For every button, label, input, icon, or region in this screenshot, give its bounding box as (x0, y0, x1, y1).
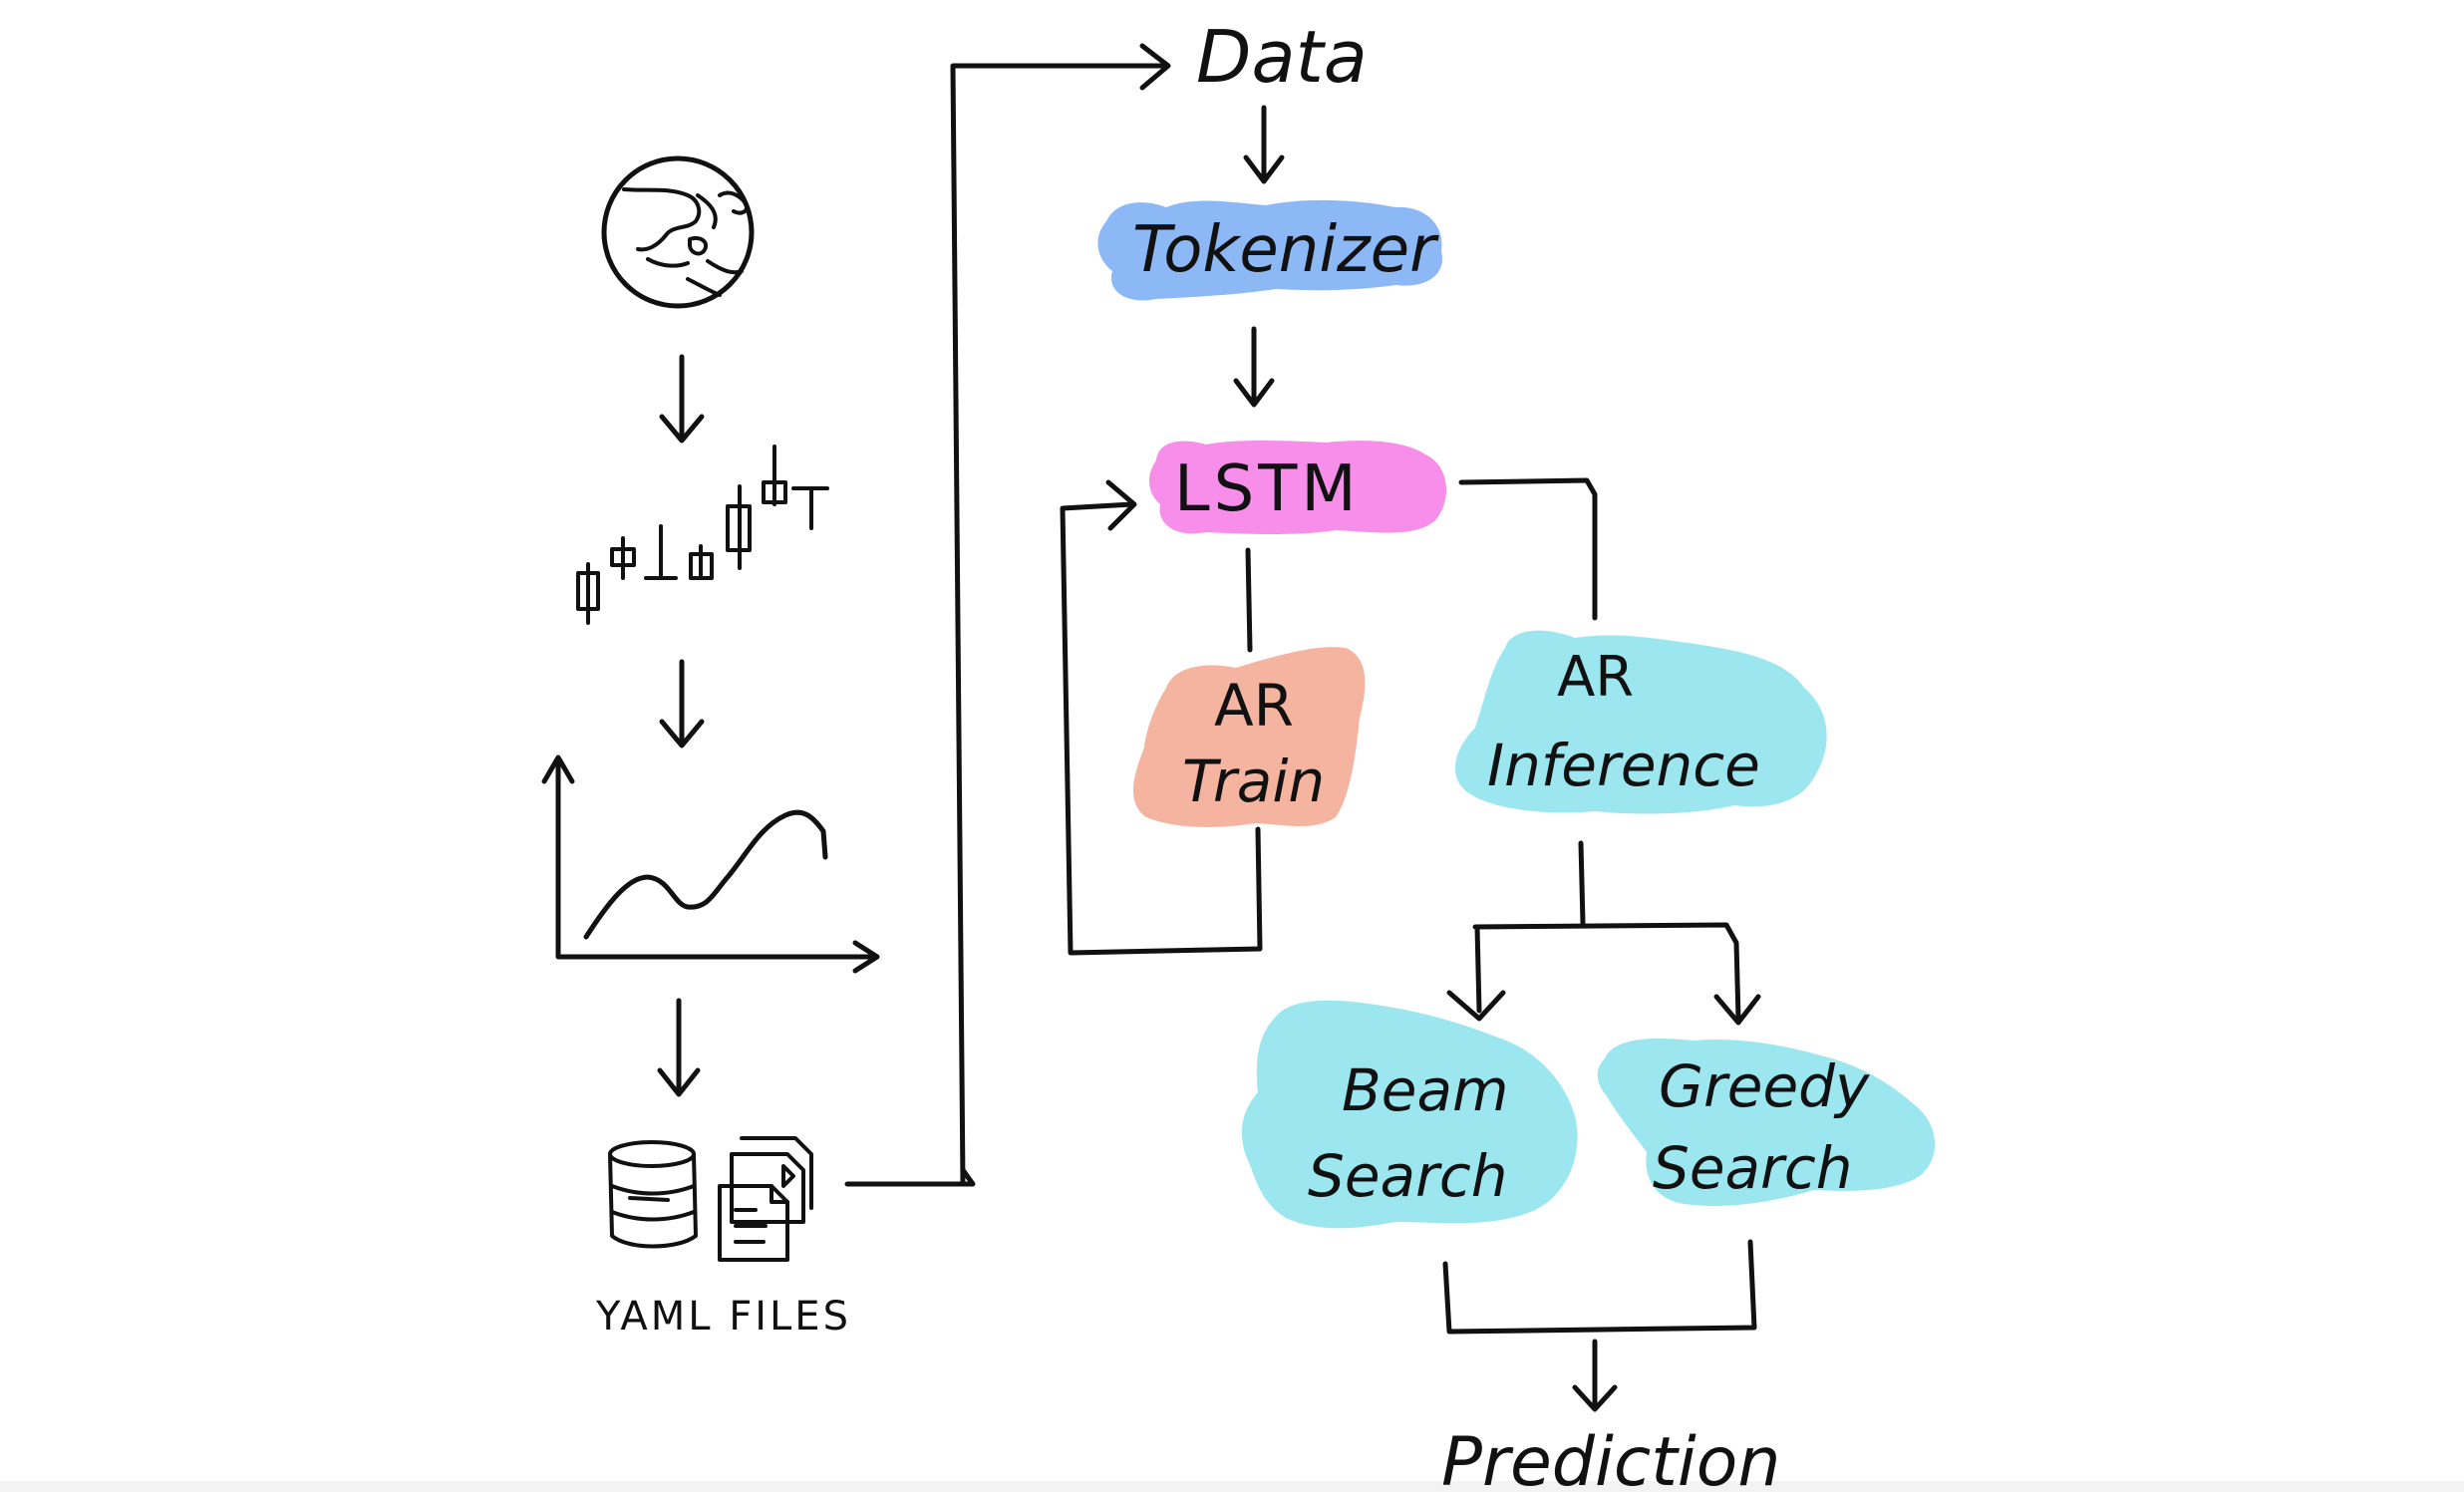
ar-inference-line1: AR (1557, 645, 1634, 710)
ar-inference-line2: Inference (1487, 732, 1760, 799)
ar-train-line2: Train (1182, 747, 1325, 815)
loop-ar-train-to-lstm (1060, 479, 1263, 956)
tokenizer-label: Tokenizer (1132, 213, 1439, 287)
arrow-candlestick-to-chart (659, 659, 705, 748)
line-chart-icon (541, 754, 880, 974)
documents-icon (718, 1136, 813, 1262)
arrow-data-to-tokenizer (1243, 105, 1285, 184)
data-label: Data (1196, 15, 1368, 99)
beam-search-line1: Beam (1342, 1056, 1509, 1124)
ar-inference-node: AR Inference (1454, 630, 1827, 814)
ar-train-line1: AR (1214, 672, 1294, 740)
connector-yaml-to-data (844, 43, 1171, 1187)
split-ar-inference (1446, 840, 1761, 1026)
greedy-search-line2: Search (1653, 1134, 1853, 1202)
greedy-search-node: Greedy Search (1597, 1038, 1936, 1207)
arrow-chart-to-yaml (657, 998, 701, 1097)
beam-search-line2: Search (1308, 1142, 1508, 1210)
arrow-globe-to-candlestick (659, 354, 705, 444)
prediction-label: Prediction (1441, 1423, 1781, 1492)
yaml-files-label: YAML FILES (595, 1294, 851, 1340)
lstm-label: LSTM (1174, 452, 1361, 526)
line-lstm-to-ar-train (1245, 547, 1253, 653)
lstm-node: LSTM (1148, 441, 1446, 534)
merge-to-prediction (1442, 1239, 1757, 1412)
ar-train-node: AR Train (1132, 647, 1366, 827)
arrow-tokenizer-to-lstm (1233, 326, 1275, 408)
candlestick-icon (576, 445, 829, 625)
bottom-bar (0, 1481, 2464, 1492)
greedy-search-line1: Greedy (1659, 1052, 1870, 1120)
beam-search-node: Beam Search (1241, 1000, 1578, 1229)
tokenizer-node: Tokenizer (1097, 199, 1442, 301)
globe-icon (601, 155, 755, 309)
line-lstm-to-ar-inference (1458, 477, 1598, 621)
database-icon (608, 1140, 698, 1249)
